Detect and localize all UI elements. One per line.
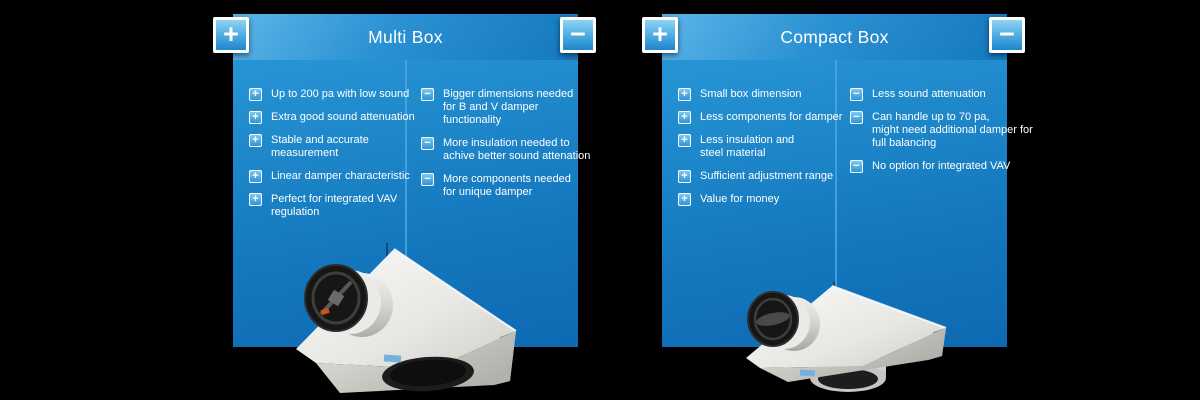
plus-icon: +	[249, 193, 262, 206]
minus-button[interactable]: −	[560, 17, 596, 53]
item-text: Value for money	[700, 193, 780, 205]
plus-icon: +	[249, 134, 262, 147]
product-label	[799, 369, 816, 377]
minus-icon: −	[850, 88, 863, 101]
plus-icon: +	[249, 111, 262, 124]
pro-item: + Extra good sound attenuation	[249, 111, 415, 124]
pro-item: + Small box dimension	[678, 88, 834, 101]
cons-column: −Less sound attenuation−Can handle up to…	[850, 60, 1033, 347]
plus-icon: +	[249, 170, 262, 183]
pros-column: + Up to 200 pa with low sound + Extra good …	[249, 60, 415, 347]
con-item: −No option for integrated VAV	[850, 160, 1011, 173]
plus-icon: +	[678, 170, 691, 183]
con-item: −Can handle up to 70 pa,might need addit…	[850, 111, 1033, 150]
panel-compact-box: + Compact Box − + Small box dimension + Les…	[642, 14, 1033, 347]
pro-item: + Up to 200 pa with low sound	[249, 88, 409, 101]
multi-box-header: + Multi Box −	[213, 14, 596, 60]
pro-item: + Sufficient adjustment range	[678, 170, 834, 183]
minus-button[interactable]: −	[989, 17, 1025, 53]
plus-button[interactable]: +	[642, 17, 678, 53]
minus-icon: −	[570, 19, 586, 49]
plus-button[interactable]: +	[213, 17, 249, 53]
item-text: Small box dimension	[700, 88, 802, 100]
minus-icon: −	[421, 137, 434, 150]
item-text: Up to 200 pa with low sound	[271, 88, 410, 100]
item-text: Can handle up to 70 pa,might need additi…	[872, 111, 1033, 149]
bottom-spigot	[810, 358, 886, 392]
minus-icon: −	[999, 19, 1015, 49]
panel-title: Compact Box	[780, 26, 889, 47]
plus-icon: +	[678, 88, 691, 101]
plus-icon: +	[678, 111, 691, 124]
plus-icon: +	[678, 134, 691, 147]
column-divider	[835, 60, 837, 347]
column-divider	[405, 60, 407, 347]
item-text: Sufficient adjustment range	[700, 170, 834, 182]
multi-box-body: + Up to 200 pa with low sound + Extra good …	[233, 60, 590, 347]
pros-column: + Small box dimension + Less components for…	[678, 60, 842, 347]
bottom-duct-hole	[382, 356, 474, 392]
minus-icon: −	[421, 88, 434, 101]
plus-icon: +	[678, 193, 691, 206]
item-text: No option for integrated VAV	[872, 160, 1011, 172]
panel-title: Multi Box	[368, 26, 443, 47]
item-text: Linear damper characteristic	[271, 170, 410, 182]
plus-icon: +	[223, 19, 239, 49]
item-text: Less sound attenuation	[872, 88, 986, 100]
item-text: Less components for damper	[700, 111, 843, 123]
pro-item: + Linear damper characteristic	[249, 170, 410, 183]
product-label	[383, 354, 402, 363]
panel-multi-box: + Multi Box − + Up to 200 pa with low sou…	[213, 14, 596, 347]
item-text: Extra good sound attenuation	[271, 111, 415, 123]
compact-box-body: + Small box dimension + Less components for…	[662, 60, 1033, 347]
plus-icon: +	[249, 88, 262, 101]
pro-item: + Less components for damper	[678, 111, 842, 124]
plus-icon: +	[652, 19, 668, 49]
con-item: −Less sound attenuation	[850, 88, 1007, 101]
pro-item: + Value for money	[678, 193, 834, 206]
compact-box-header: + Compact Box −	[642, 14, 1025, 60]
minus-icon: −	[421, 173, 434, 186]
minus-icon: −	[850, 160, 863, 173]
minus-icon: −	[850, 111, 863, 124]
